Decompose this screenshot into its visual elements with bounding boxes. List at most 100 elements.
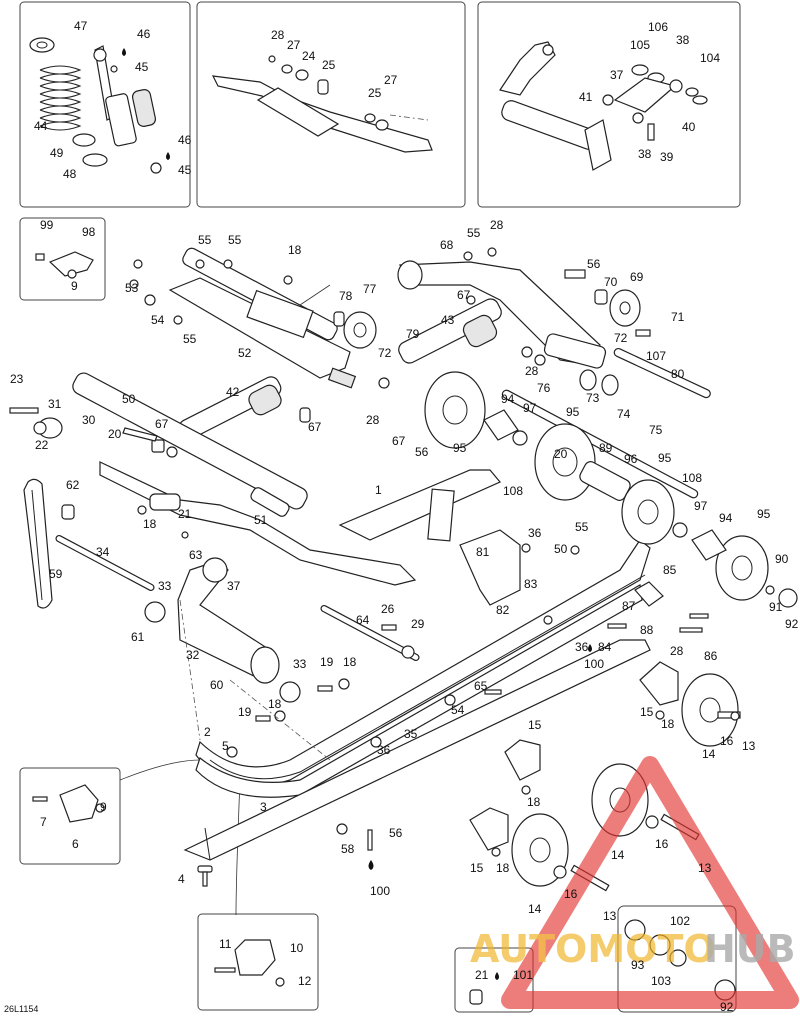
inset-frames (19, 1, 741, 1013)
part-number-64: 64 (356, 613, 370, 627)
upper-link-inset (211, 55, 433, 153)
part-number-93: 93 (631, 958, 645, 972)
part-number-28: 28 (525, 364, 539, 378)
part-number-16: 16 (564, 887, 578, 901)
part-number-10: 10 (290, 941, 304, 955)
part-number-67: 67 (308, 420, 322, 434)
part-number-32: 32 (186, 648, 200, 662)
part-number-27: 27 (287, 38, 301, 52)
part-number-45: 45 (178, 163, 192, 177)
part-number-72: 72 (614, 331, 628, 345)
part-number-74: 74 (617, 407, 631, 421)
part-number-95: 95 (566, 405, 580, 419)
part-number-9: 9 (100, 800, 107, 814)
part-number-25: 25 (368, 86, 382, 100)
part-number-95: 95 (453, 441, 467, 455)
part-number-100: 100 (370, 884, 390, 898)
part-number-14: 14 (702, 747, 716, 761)
part-number-73: 73 (586, 391, 600, 405)
part-number-81: 81 (476, 545, 490, 559)
part-number-21: 21 (178, 507, 192, 521)
part-number-106: 106 (648, 20, 668, 34)
part-number-26: 26 (381, 602, 395, 616)
part-number-62: 62 (66, 478, 80, 492)
diagram-reference-code: 26L1154 (4, 1004, 38, 1014)
front-cross-shaft (9, 372, 417, 586)
part-number-43: 43 (441, 313, 455, 327)
part-number-13: 13 (603, 909, 617, 923)
part-number-16: 16 (655, 837, 669, 851)
part-number-55: 55 (228, 233, 242, 247)
watermark-brand-right: HUB (704, 927, 796, 971)
part-number-55: 55 (198, 233, 212, 247)
part-number-97: 97 (523, 401, 537, 415)
part-number-41: 41 (579, 90, 593, 104)
part-number-45: 45 (135, 60, 149, 74)
part-number-88: 88 (640, 623, 654, 637)
part-number-87: 87 (622, 599, 636, 613)
part-number-11: 11 (219, 937, 232, 951)
part-number-71: 71 (671, 310, 685, 324)
part-number-18: 18 (527, 795, 541, 809)
part-number-25: 25 (322, 58, 336, 72)
part-number-37: 37 (610, 68, 624, 82)
part-number-21: 21 (475, 968, 489, 982)
part-number-22: 22 (35, 438, 49, 452)
part-number-36: 36 (528, 526, 542, 540)
part-number-108: 108 (503, 484, 523, 498)
part-number-72: 72 (378, 346, 392, 360)
part-number-65: 65 (474, 679, 488, 693)
part-number-98: 98 (82, 225, 96, 239)
part-number-33: 33 (293, 657, 307, 671)
part-number-90: 90 (775, 552, 789, 566)
part-number-50: 50 (554, 542, 568, 556)
limiter-strap (23, 478, 53, 609)
part-number-9: 9 (71, 279, 78, 293)
part-number-91: 91 (769, 600, 783, 614)
part-number-18: 18 (143, 517, 157, 531)
part-number-78: 78 (339, 289, 353, 303)
part-number-42: 42 (226, 385, 240, 399)
part-number-52: 52 (238, 346, 252, 360)
part-number-56: 56 (415, 445, 429, 459)
part-number-4: 4 (178, 872, 185, 886)
part-number-95: 95 (658, 451, 672, 465)
part-number-33: 33 (158, 579, 172, 593)
part-number-105: 105 (630, 38, 650, 52)
part-number-46: 46 (178, 133, 192, 147)
part-number-31: 31 (48, 397, 62, 411)
part-number-28: 28 (670, 644, 684, 658)
part-number-36: 36 (575, 640, 589, 654)
part-number-84: 84 (598, 640, 612, 654)
part-number-104: 104 (700, 51, 720, 65)
part-number-3: 3 (260, 800, 267, 814)
part-number-51: 51 (254, 513, 268, 527)
part-number-29: 29 (411, 617, 425, 631)
part-number-1: 1 (375, 483, 382, 497)
lubricant-drops (122, 48, 592, 980)
part-number-101: 101 (513, 968, 533, 982)
part-number-83: 83 (524, 577, 538, 591)
part-number-100: 100 (584, 657, 604, 671)
part-number-46: 46 (137, 27, 151, 41)
part-number-61: 61 (131, 630, 145, 644)
part-number-30: 30 (82, 413, 96, 427)
part-number-12: 12 (298, 974, 312, 988)
part-number-79: 79 (406, 327, 420, 341)
rear-arm (397, 247, 711, 399)
part-number-67: 67 (457, 288, 471, 302)
watermark-logo: AUTOMOTO HUB (470, 756, 799, 1009)
part-number-27: 27 (384, 73, 398, 87)
part-number-13: 13 (742, 739, 756, 753)
part-number-49: 49 (50, 146, 64, 160)
part-number-50: 50 (122, 392, 136, 406)
part-number-24: 24 (302, 49, 316, 63)
part-number-40: 40 (682, 120, 696, 134)
part-number-39: 39 (660, 150, 674, 164)
part-number-67: 67 (155, 417, 169, 431)
oil-drop-icon (166, 152, 170, 160)
part-number-14: 14 (611, 848, 625, 862)
part-number-76: 76 (537, 381, 551, 395)
